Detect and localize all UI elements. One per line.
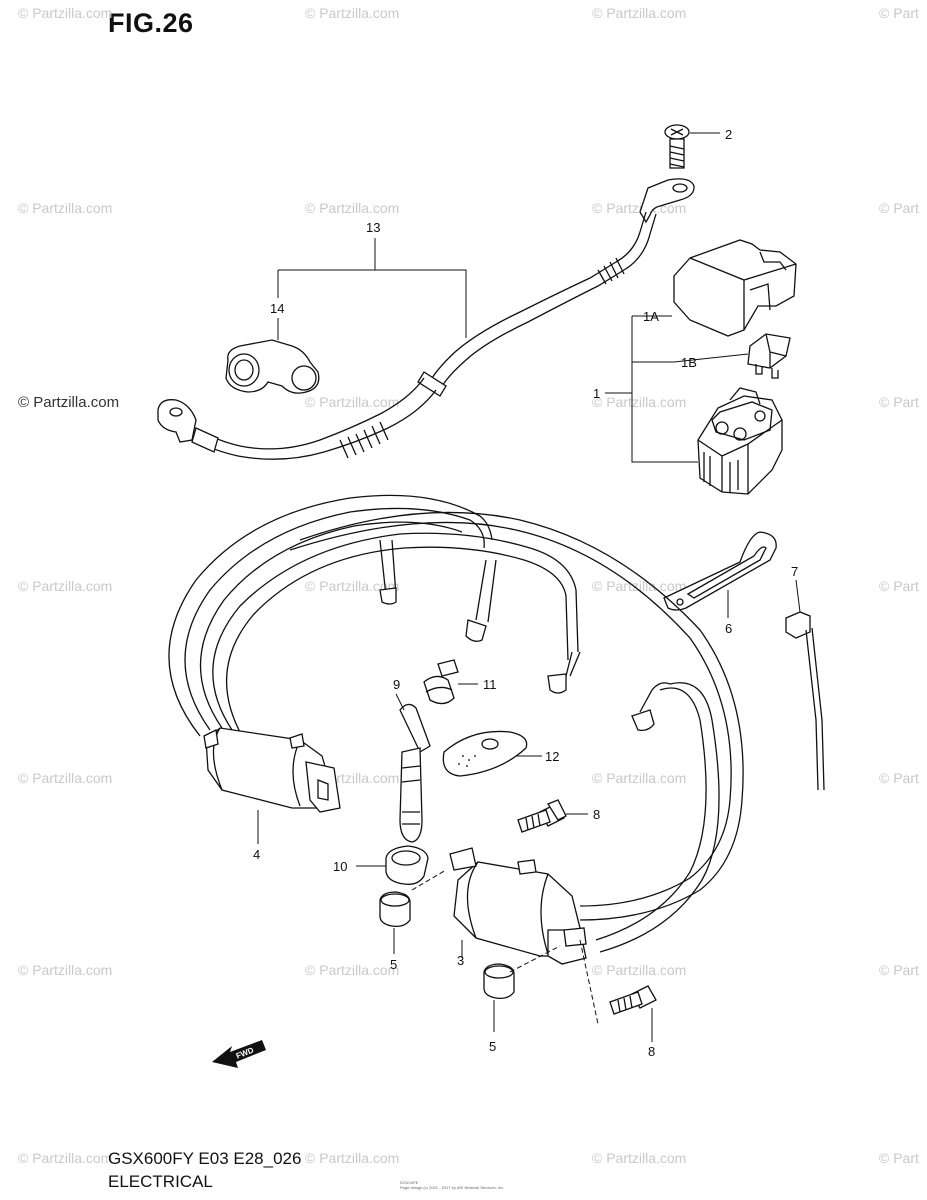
callout-1b: 1B [681,355,697,370]
watermark: © Partzilla.com [592,578,687,594]
callout-5-lower: 5 [489,1039,496,1054]
model-code: GSX600FY E03 E28_026 [108,1149,302,1168]
screw-part-2 [664,124,720,169]
fine-print: 020210FE Page design (c) 2001 - 2017 by … [400,1180,504,1190]
insulator-plate-part-12 [442,730,542,777]
callout-8-upper: 8 [593,807,600,822]
callout-4: 4 [253,847,260,862]
watermark: © Partzilla.com [18,1150,113,1166]
terminal-cover-part-14 [225,318,320,394]
callout-9: 9 [393,677,400,692]
watermark: © Part [879,200,919,216]
fine-print-line2: Page design (c) 2001 - 2017 by ARI Netwo… [400,1185,505,1190]
callout-12: 12 [545,749,559,764]
watermark: © Part [879,5,919,21]
bracket-part-6 [663,531,777,618]
ignition-coil-part-3 [449,847,587,965]
watermark: © Part [879,1150,919,1166]
relay-cover-part-1a [673,239,797,337]
watermark: © Partzilla.com [305,578,400,594]
spacer-part-5-upper [379,891,411,954]
callout-2: 2 [725,127,732,142]
figure-title: FIG.26 [108,8,194,38]
watermark: © Part [879,578,919,594]
watermark: © Partzilla.com [305,1150,400,1166]
spacer-part-5-lower [483,963,515,1032]
cable-tie-part-7 [785,579,825,791]
callout-10: 10 [333,859,347,874]
watermark: © Partzilla.com [305,200,400,216]
cap-part-10 [356,845,429,885]
callout-14: 14 [270,301,284,316]
watermark: © Partzilla.com [305,5,400,21]
fine-print-line1: 020210FE [400,1180,419,1185]
watermark: © Partzilla.com [18,770,113,786]
watermark: © Partzilla.com [305,394,400,410]
callout-7: 7 [791,564,798,579]
fwd-arrow-icon: FWD [212,1040,266,1068]
watermark: © Partzilla.com [592,962,687,978]
callout-1a: 1A [643,309,659,324]
bolt-part-8-lower [609,985,657,1042]
watermark: © Part [879,962,919,978]
high-tension-leads [168,494,744,953]
watermark: © Partzilla.com [592,1150,687,1166]
watermark: © Partzilla.com [18,578,113,594]
callout-13: 13 [366,220,380,235]
spark-plug-cap-part-9 [395,693,431,843]
watermark: © Partzilla.com [18,5,113,21]
callout-6: 6 [725,621,732,636]
callout-8-lower: 8 [648,1044,655,1059]
watermark: © Part [879,770,919,786]
bolt-part-8-upper [517,799,588,833]
watermark: © Partzilla.com [305,962,400,978]
fuse-part-1b [747,333,791,379]
watermark: © Partzilla.com [592,770,687,786]
callout-1: 1 [593,386,600,401]
grommet-part-11 [423,659,478,705]
watermark: © Part [879,394,919,410]
callout-11: 11 [483,677,497,692]
watermark: © Partzilla.com [592,394,687,410]
starter-relay-part-1 [697,387,783,495]
watermark: © Partzilla.com [18,200,113,216]
callout-3: 3 [457,953,464,968]
ignition-coil-part-4 [203,727,341,844]
watermark: © Partzilla.com [18,962,113,978]
section-name: ELECTRICAL [108,1172,213,1191]
watermark: © Partzilla.com [592,5,687,21]
callout-5-upper: 5 [390,957,397,972]
watermark-dark: © Partzilla.com [18,394,120,411]
battery-cable-part-13 [157,178,695,460]
